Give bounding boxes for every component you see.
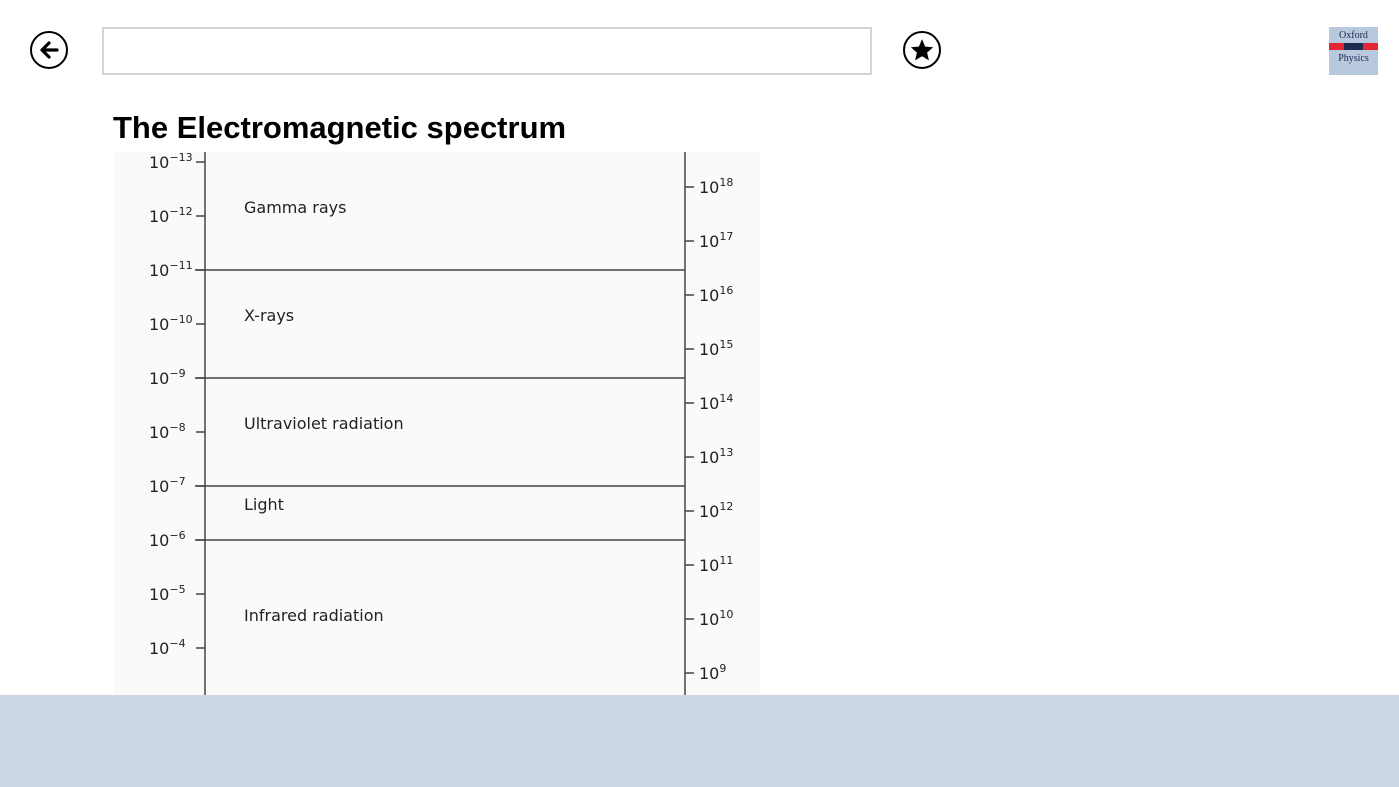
band-label: X-rays bbox=[244, 306, 294, 325]
right-tick-label: 1014 bbox=[699, 392, 733, 413]
left-tick-label: 10−11 bbox=[149, 259, 193, 280]
search-input[interactable] bbox=[102, 27, 872, 75]
left-tick-label: 10−9 bbox=[149, 367, 186, 388]
right-tick-label: 1012 bbox=[699, 500, 733, 521]
left-tick-label: 10−6 bbox=[149, 529, 186, 550]
spectrum-chart-svg: 10−13 10−12 10−11 10−10 10−9 10−8 10−7 10−6 10−5… bbox=[149, 152, 733, 695]
band-label: Ultraviolet radiation bbox=[244, 414, 404, 433]
logo-line2: Physics bbox=[1338, 53, 1369, 64]
band-label: Light bbox=[244, 495, 284, 514]
left-tick-label: 10−10 bbox=[149, 313, 193, 334]
band-label: Gamma rays bbox=[244, 198, 346, 217]
left-tick-label: 10−8 bbox=[149, 421, 186, 442]
band-label: Infrared radiation bbox=[244, 606, 384, 625]
left-tick-label: 10−4 bbox=[149, 637, 186, 658]
bottom-bar bbox=[0, 695, 1399, 787]
favorite-button[interactable] bbox=[903, 31, 941, 69]
left-tick-label: 10−5 bbox=[149, 583, 186, 604]
right-tick-label: 109 bbox=[699, 662, 726, 683]
right-tick-label: 1010 bbox=[699, 608, 733, 629]
arrow-left-icon bbox=[40, 41, 59, 59]
page-title: The Electromagnetic spectrum bbox=[113, 110, 567, 145]
oxford-physics-logo: Oxford Physics bbox=[1329, 27, 1378, 75]
left-tick-label: 10−12 bbox=[149, 205, 193, 226]
spectrum-chart: 10−13 10−12 10−11 10−10 10−9 10−8 10−7 10−6 10−5… bbox=[115, 152, 760, 695]
right-tick-label: 1018 bbox=[699, 176, 733, 197]
right-tick-label: 1017 bbox=[699, 230, 733, 251]
right-tick-label: 1016 bbox=[699, 284, 733, 305]
right-tick-label: 1013 bbox=[699, 446, 733, 467]
right-tick-label: 1011 bbox=[699, 554, 733, 575]
right-tick-label: 1015 bbox=[699, 338, 733, 359]
logo-band-mid bbox=[1344, 43, 1363, 50]
left-tick-label: 10−7 bbox=[149, 475, 186, 496]
left-tick-label: 10−13 bbox=[149, 152, 193, 172]
back-button[interactable] bbox=[30, 31, 68, 69]
logo-line1: Oxford bbox=[1339, 30, 1368, 41]
star-icon bbox=[910, 39, 934, 61]
